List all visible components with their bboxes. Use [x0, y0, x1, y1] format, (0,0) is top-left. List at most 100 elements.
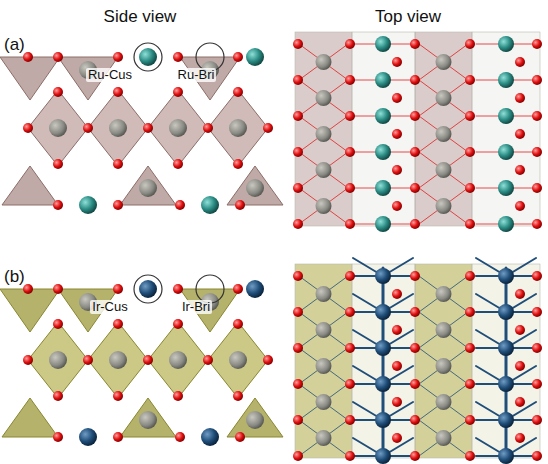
oxygen-atom [410, 415, 420, 425]
panel-label: (a) [4, 36, 25, 55]
bond-line [299, 312, 348, 348]
site-highlight-circle [196, 43, 224, 71]
oxygen-atom [515, 433, 525, 443]
octahedron [88, 322, 148, 398]
surface-metal-atom [246, 280, 264, 298]
oxygen-atom [173, 87, 183, 97]
bond-line [419, 152, 468, 188]
octahedra-strip [415, 32, 472, 226]
surface-metal-atom [375, 268, 391, 284]
metal-atom [316, 198, 332, 214]
oxygen-atom [345, 343, 355, 353]
column-heading: Top view [375, 8, 441, 27]
surface-metal-atom [201, 196, 219, 214]
oxygen-atom [392, 93, 402, 103]
oxygen-atom [532, 451, 542, 461]
oxygen-atom [173, 52, 183, 62]
oxygen-atom [143, 123, 153, 133]
oxygen-atom [465, 271, 475, 281]
bond-line [419, 80, 468, 116]
metal-atom [436, 358, 452, 374]
octahedra-strip [295, 32, 352, 226]
oxygen-atom [392, 201, 402, 211]
metal-atom [316, 126, 332, 142]
metal-atom [316, 162, 332, 178]
metal-atom [436, 126, 452, 142]
oxygen-atom [515, 289, 525, 299]
bond-line [419, 420, 468, 456]
octahedron [2, 398, 58, 437]
surface-metal-atom [375, 376, 391, 392]
oxygen-atom [233, 52, 243, 62]
oxygen-atom [465, 379, 475, 389]
oxygen-atom [410, 183, 420, 193]
octahedra [0, 32, 540, 458]
oxygen-atom [113, 52, 123, 62]
oxygen-atom [293, 271, 303, 281]
site-label: Ir-Bri [180, 300, 212, 314]
octahedra-strip [352, 264, 415, 458]
oxygen-atom [532, 75, 542, 85]
oxygen-atom [53, 432, 63, 442]
oxygen-atom [515, 361, 525, 371]
oxygen-atom [410, 147, 420, 157]
oxygen-atom [233, 319, 243, 329]
oxygen-atom [515, 397, 525, 407]
octahedra-strip [352, 32, 415, 226]
oxygen-atom [175, 200, 185, 210]
bond-line [299, 152, 348, 188]
oxygen-atom [53, 391, 63, 401]
oxygen-atom [113, 319, 123, 329]
metal-atom [246, 179, 264, 197]
oxygen-atom [532, 183, 542, 193]
metal-atom [436, 162, 452, 178]
oxygen-atom [293, 451, 303, 461]
metal-atom [436, 286, 452, 302]
oxygen-atom [392, 57, 402, 67]
oxygen-atom [113, 432, 123, 442]
oxygen-atom [410, 111, 420, 121]
oxygen-atom [515, 325, 525, 335]
site-label: Ru-Cus [86, 68, 134, 82]
bond-line [299, 312, 348, 348]
bond-line [419, 312, 468, 348]
surface-metal-atom [375, 144, 391, 160]
oxygen-atom [345, 75, 355, 85]
site-label: Ru-Bri [176, 68, 217, 82]
metal-atom [316, 322, 332, 338]
octahedron [120, 398, 176, 437]
oxygen-atom [53, 52, 63, 62]
surface-metal-atom [498, 268, 514, 284]
oxygen-atom [83, 123, 93, 133]
surface-metal-atom [498, 304, 514, 320]
metal-atom [109, 119, 127, 137]
bond-line [419, 152, 468, 188]
bond-line [419, 420, 468, 456]
octahedron [2, 166, 58, 205]
oxygen-atom [113, 87, 123, 97]
surface-metal-atom [498, 448, 514, 464]
bond-line [419, 276, 468, 312]
oxygen-atom [392, 165, 402, 175]
metal-atom [436, 198, 452, 214]
oxygen-atom [53, 319, 63, 329]
bond-line [419, 348, 468, 384]
oxygen-atom [465, 219, 475, 229]
oxygen-atom [203, 123, 213, 133]
oxygen-atom [532, 147, 542, 157]
oxygen-atom [345, 147, 355, 157]
bond-line [299, 420, 348, 456]
metal-atom [436, 322, 452, 338]
oxygen-atom [392, 325, 402, 335]
oxygen-atom [465, 183, 475, 193]
oxygen-atom [203, 355, 213, 365]
octahedron [0, 289, 60, 332]
oxygen-atom [113, 284, 123, 294]
oxygen-atom [53, 200, 63, 210]
site-highlight-circle [134, 275, 162, 303]
oxygen-atom [410, 271, 420, 281]
oxygen-atom [173, 159, 183, 169]
oxygen-atom [410, 451, 420, 461]
oxygen-atom [345, 111, 355, 121]
